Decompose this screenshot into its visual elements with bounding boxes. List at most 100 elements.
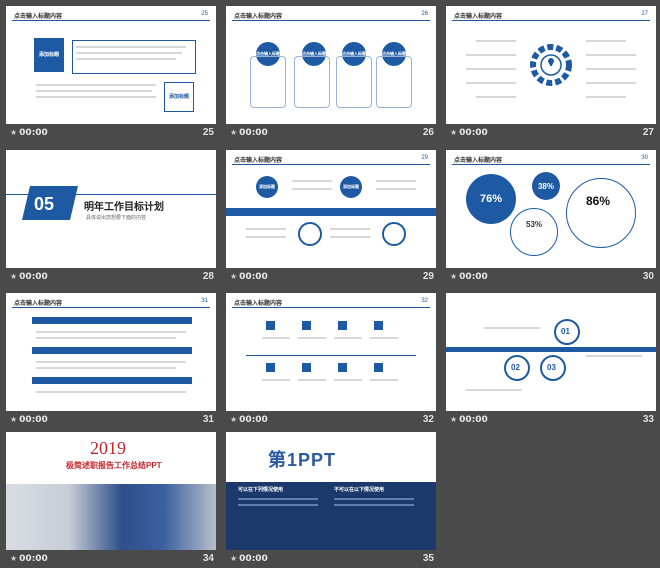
timing-value: 00:00 xyxy=(19,554,48,564)
slide-27[interactable]: 点击输入标题内容 27 ★00:00 27 xyxy=(446,6,656,144)
slide-header-title: 点击输入标题内容 xyxy=(234,301,283,307)
text-line xyxy=(292,188,332,190)
text-line xyxy=(36,367,176,369)
stat-circle-86 xyxy=(566,178,636,248)
slide-thumbnail[interactable]: 点击输入标题内容 31 xyxy=(6,293,216,411)
text-line xyxy=(484,327,540,329)
step-01-label: 01 xyxy=(561,327,570,336)
slide-32[interactable]: 点击输入标题内容 32 ★00:00 32 xyxy=(226,293,436,431)
timing-value: 00:00 xyxy=(459,415,488,425)
icon-box xyxy=(338,321,347,330)
text-line xyxy=(586,355,642,357)
slide-26[interactable]: 点击输入标题内容 26 点击输入标题 点击输入标题 点击输入标题 点击输入标题 … xyxy=(226,6,436,144)
timing-label: ★00:00 xyxy=(450,128,488,138)
slide-thumbnail[interactable]: 点击输入标题内容 27 xyxy=(446,6,656,124)
star-icon: ★ xyxy=(230,554,238,563)
text-line xyxy=(36,96,156,98)
timing-label: ★00:00 xyxy=(10,415,48,425)
blue-band xyxy=(226,208,436,216)
text-line xyxy=(466,68,516,70)
text-line xyxy=(76,58,176,60)
slide-thumbnail[interactable]: 点击输入标题内容 30 76% 38% 53% 86% xyxy=(446,150,656,268)
list-bar xyxy=(32,377,192,384)
slide-header-page: 31 xyxy=(201,298,208,304)
gear-diagram xyxy=(530,44,572,86)
card xyxy=(336,56,372,108)
card xyxy=(294,56,330,108)
timeline-band xyxy=(446,347,656,352)
slide-thumbnail[interactable]: 点击输入标题内容 26 点击输入标题 点击输入标题 点击输入标题 点击输入标题 xyxy=(226,6,436,124)
slide-number: 28 xyxy=(202,271,214,282)
card xyxy=(250,56,286,108)
add-title-box: 添加标题 xyxy=(34,38,64,72)
text-line xyxy=(262,379,290,381)
text-line xyxy=(586,68,636,70)
text-line xyxy=(76,46,186,48)
slide-thumbnail[interactable]: 第1PPT 可以在下列情况使用 不可以在以下情况使用 xyxy=(226,432,436,550)
star-icon: ★ xyxy=(450,128,458,137)
text-line xyxy=(466,82,516,84)
star-icon: ★ xyxy=(10,415,18,424)
slide-25[interactable]: 点击输入标题内容 25 添加标题 添加标题 ★00:00 25 xyxy=(6,6,216,144)
slide-thumbnail[interactable]: 05 明年工作目标计划 具体说出您想要下面的内容 xyxy=(6,150,216,268)
step-02-label: 02 xyxy=(511,363,520,372)
timing-value: 00:00 xyxy=(239,415,268,425)
stat-53-value: 53% xyxy=(526,220,543,229)
slide-30[interactable]: 点击输入标题内容 30 76% 38% 53% 86% ★00:00 30 xyxy=(446,150,656,288)
card xyxy=(376,56,412,108)
cannot-use-heading: 不可以在以下情况使用 xyxy=(334,487,385,493)
timing-label: ★00:00 xyxy=(10,554,48,564)
text-line xyxy=(246,228,286,230)
slide-header: 点击输入标题内容 26 xyxy=(232,11,430,21)
slide-number: 26 xyxy=(422,127,434,138)
slide-thumbnail[interactable]: 点击输入标题内容 29 添加标题 添加标题 xyxy=(226,150,436,268)
section-badge xyxy=(22,186,78,220)
timing-value: 00:00 xyxy=(459,272,488,282)
add-title-box: 添加标题 xyxy=(164,82,194,112)
slide-footer: ★00:00 29 xyxy=(226,268,436,288)
slide-header-title: 点击输入标题内容 xyxy=(14,301,63,307)
slide-header: 点击输入标题内容 27 xyxy=(452,11,650,21)
timing-value: 00:00 xyxy=(239,128,268,138)
text-line xyxy=(238,498,318,500)
star-icon: ★ xyxy=(230,128,238,137)
brand-logo: 第1PPT xyxy=(268,450,337,470)
slide-thumbnail[interactable]: 点击输入标题内容 32 xyxy=(226,293,436,411)
slide-header-page: 25 xyxy=(201,11,208,17)
card-circle: 点击输入标题 xyxy=(302,42,326,66)
slide-number: 34 xyxy=(202,553,214,564)
slide-34[interactable]: 2019 极简述职报告工作总结PPT ★00:00 34 xyxy=(6,432,216,568)
step-ring-03 xyxy=(540,355,566,381)
text-line xyxy=(586,54,636,56)
slide-thumbnail[interactable]: 2019 极简述职报告工作总结PPT xyxy=(6,432,216,550)
step-ring-02 xyxy=(504,355,530,381)
timing-label: ★00:00 xyxy=(450,272,488,282)
slide-31[interactable]: 点击输入标题内容 31 ★00:00 31 xyxy=(6,293,216,431)
text-line xyxy=(298,337,326,339)
slide-header-page: 32 xyxy=(421,298,428,304)
timing-value: 00:00 xyxy=(19,128,48,138)
slide-header: 点击输入标题内容 31 xyxy=(12,298,210,308)
cover-year: 2019 xyxy=(90,438,126,458)
icon-box xyxy=(374,363,383,372)
list-bar xyxy=(32,317,192,324)
slide-35[interactable]: 第1PPT 可以在下列情况使用 不可以在以下情况使用 ★00:00 35 xyxy=(226,432,436,568)
slide-thumbnail[interactable]: 点击输入标题内容 25 添加标题 添加标题 xyxy=(6,6,216,124)
text-line xyxy=(36,331,186,333)
slide-footer: ★00:00 30 xyxy=(446,268,656,288)
star-icon: ★ xyxy=(10,128,18,137)
text-line xyxy=(466,389,522,391)
text-line xyxy=(330,236,370,238)
slide-thumbnail[interactable]: 01 02 03 xyxy=(446,293,656,411)
icon-box xyxy=(266,363,275,372)
slide-header-page: 29 xyxy=(421,155,428,161)
text-line xyxy=(36,90,152,92)
slide-29[interactable]: 点击输入标题内容 29 添加标题 添加标题 ★00:00 29 xyxy=(226,150,436,288)
star-icon: ★ xyxy=(230,272,238,281)
icon-box xyxy=(302,363,311,372)
slide-28[interactable]: 05 明年工作目标计划 具体说出您想要下面的内容 ★00:00 28 xyxy=(6,150,216,288)
list-bar xyxy=(32,347,192,354)
slide-33[interactable]: 01 02 03 ★00:00 33 xyxy=(446,293,656,431)
timing-label: ★00:00 xyxy=(10,272,48,282)
text-line xyxy=(334,337,362,339)
